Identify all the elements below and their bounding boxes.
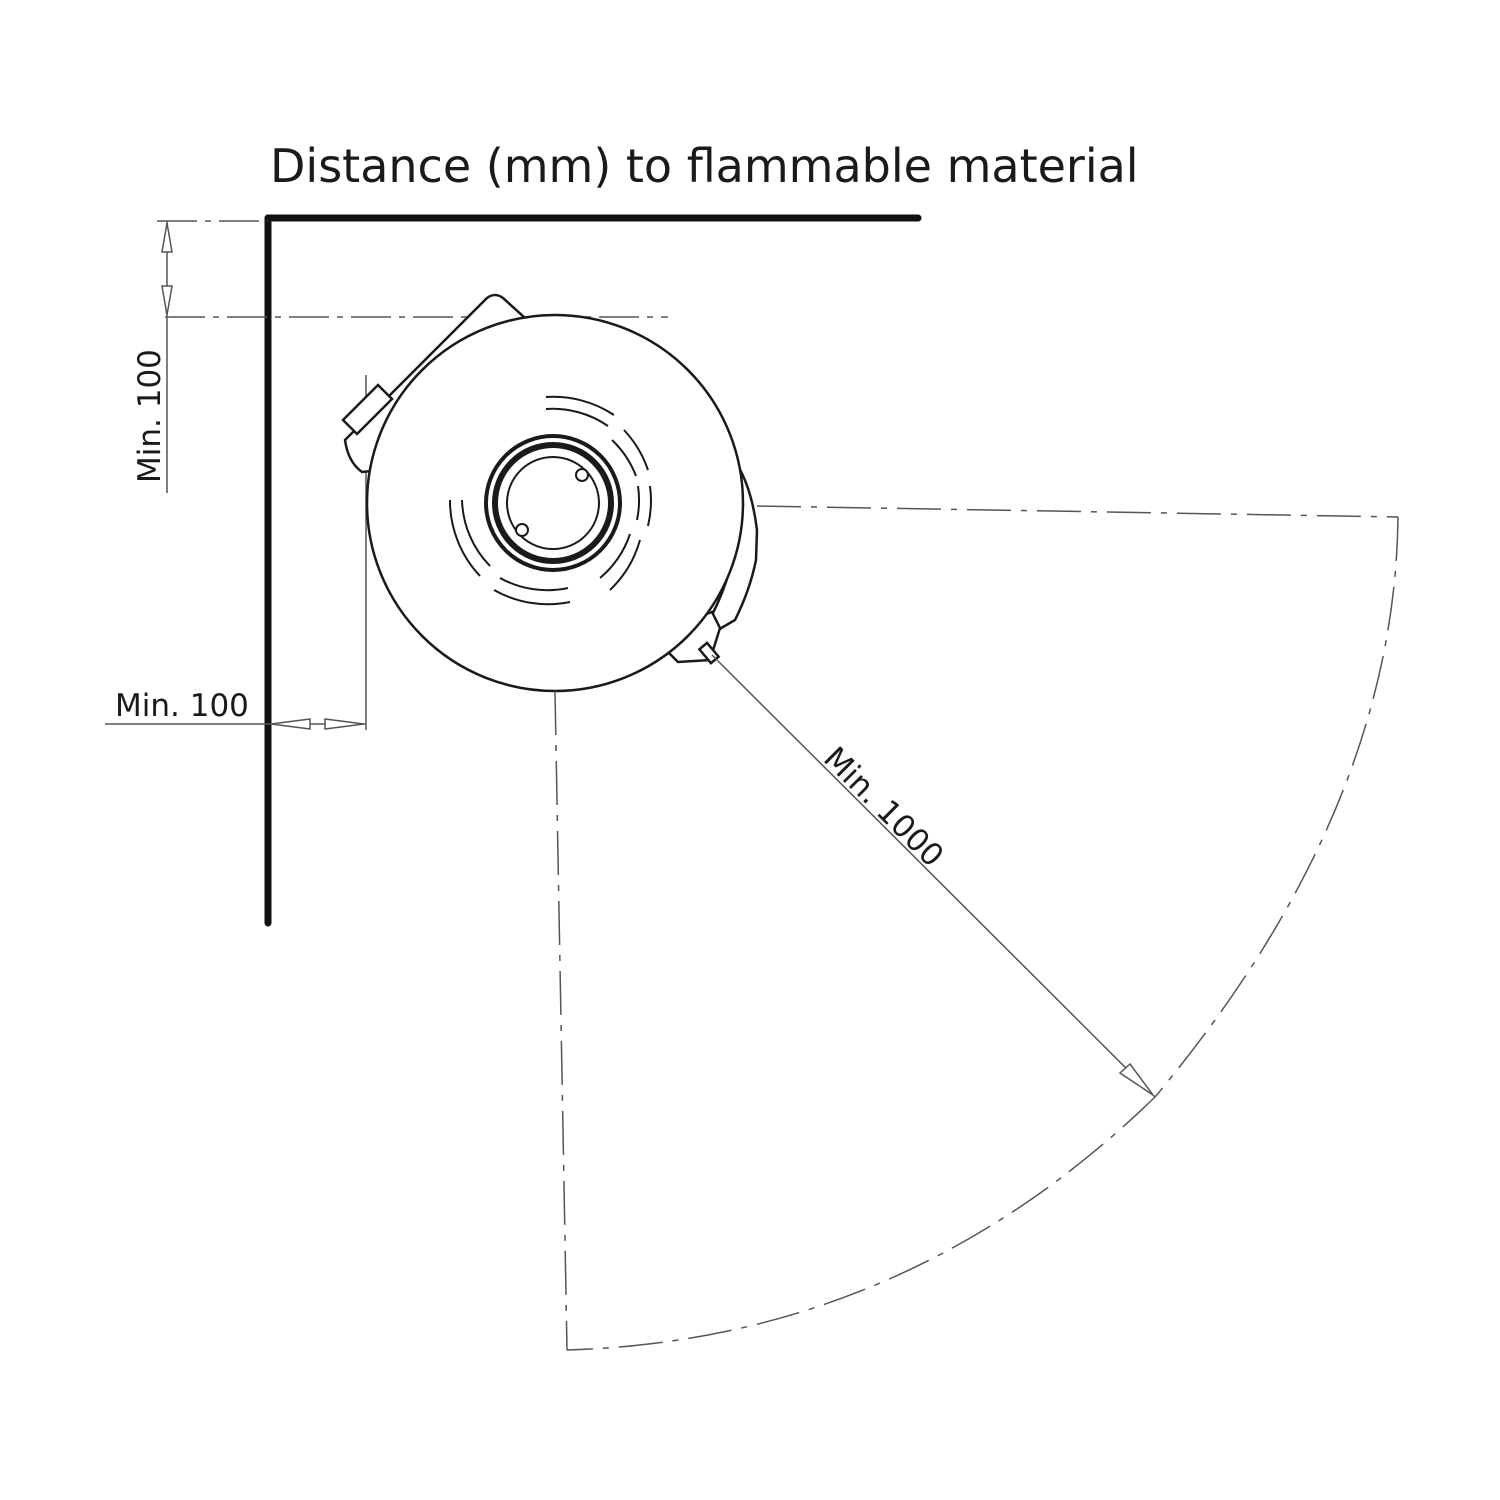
- top-clearance-label: Min. 100: [132, 349, 168, 483]
- front-clearance-sector: [554, 505, 1399, 1351]
- front-clearance-label: Min. 1000: [816, 740, 950, 874]
- front-clearance-dimension: [711, 654, 1156, 1098]
- top-clearance-dimension: [157, 220, 668, 493]
- corner-wall: [264, 214, 922, 927]
- diagram-title: Distance (mm) to flammable material: [270, 139, 1139, 193]
- stove-top-view: [341, 293, 759, 693]
- side-clearance-label: Min. 100: [115, 688, 249, 724]
- vent-slots: [448, 395, 652, 606]
- flue-opening: [506, 456, 600, 550]
- side-clearance-dimension: [105, 375, 367, 730]
